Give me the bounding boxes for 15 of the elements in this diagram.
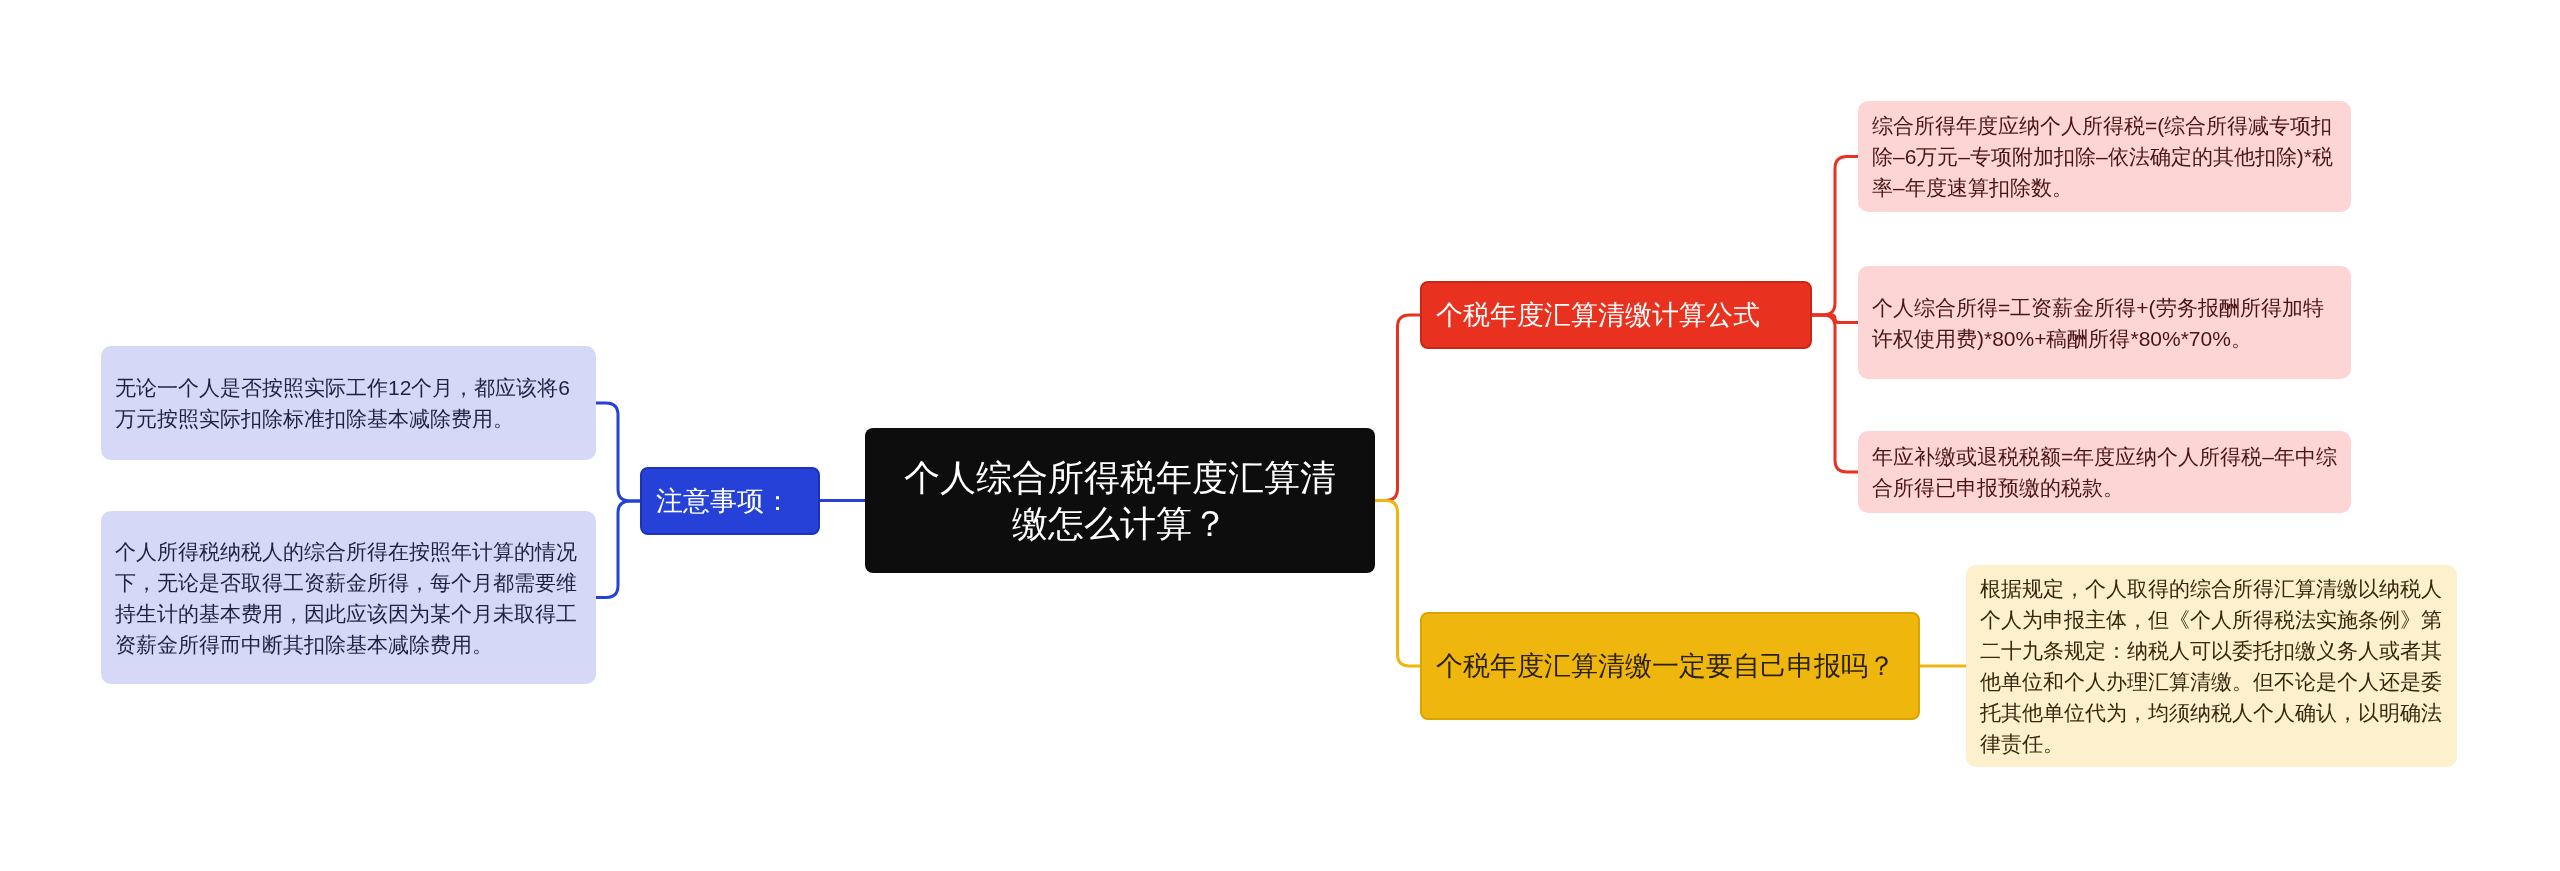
branch-topic-box: 个税年度汇算清缴一定要自己申报吗？	[1420, 612, 1920, 720]
note-box: 个人所得税纳税人的综合所得在按照年计算的情况下，无论是否取得工资薪金所得，每个月都需要维持生计的基本费用，因此应该因为某个月未取得工资薪金所得而中断其扣除基本减除费用。	[101, 511, 596, 684]
formula-box: 年应补缴或退税税额=年度应纳个人所得税–年中综合所得已申报预缴的税款。	[1858, 431, 2351, 513]
note-box: 无论一个人是否按照实际工作12个月，都应该将6万元按照实际扣除标准扣除基本减除费用。	[101, 346, 596, 460]
formula-box: 综合所得年度应纳个人所得税=(综合所得减专项扣除–6万元–专项附加扣除–依法确定的其他扣除)*税率–年度速算扣除数。	[1858, 101, 2351, 212]
branch-connector	[820, 499, 865, 502]
branch-topic-box: 个税年度汇算清缴计算公式	[1420, 281, 1812, 349]
answer-box: 根据规定，个人取得的综合所得汇算清缴以纳税人个人为申报主体，但《个人所得税法实施条例》第二十九条规定：纳税人可以委托扣缴义务人或者其他单位和个人办理汇算清缴。但不论是个人还是委托其他单位代为，均须纳税人个人确认，以明确法律责任。	[1966, 565, 2457, 767]
formula-box: 个人综合所得=工资薪金所得+(劳务报酬所得加特许权使用费)*80%+稿酬所得*80%*70%。	[1858, 266, 2351, 379]
central-topic-box: 个人综合所得税年度汇算清缴怎么计算？	[865, 428, 1375, 573]
branch-connector	[1375, 499, 1420, 668]
branch-connector	[596, 499, 640, 599]
branch-topic-box: 注意事项：	[640, 467, 820, 535]
branch-connector	[1812, 313, 1858, 474]
branch-connector	[1920, 664, 1966, 668]
